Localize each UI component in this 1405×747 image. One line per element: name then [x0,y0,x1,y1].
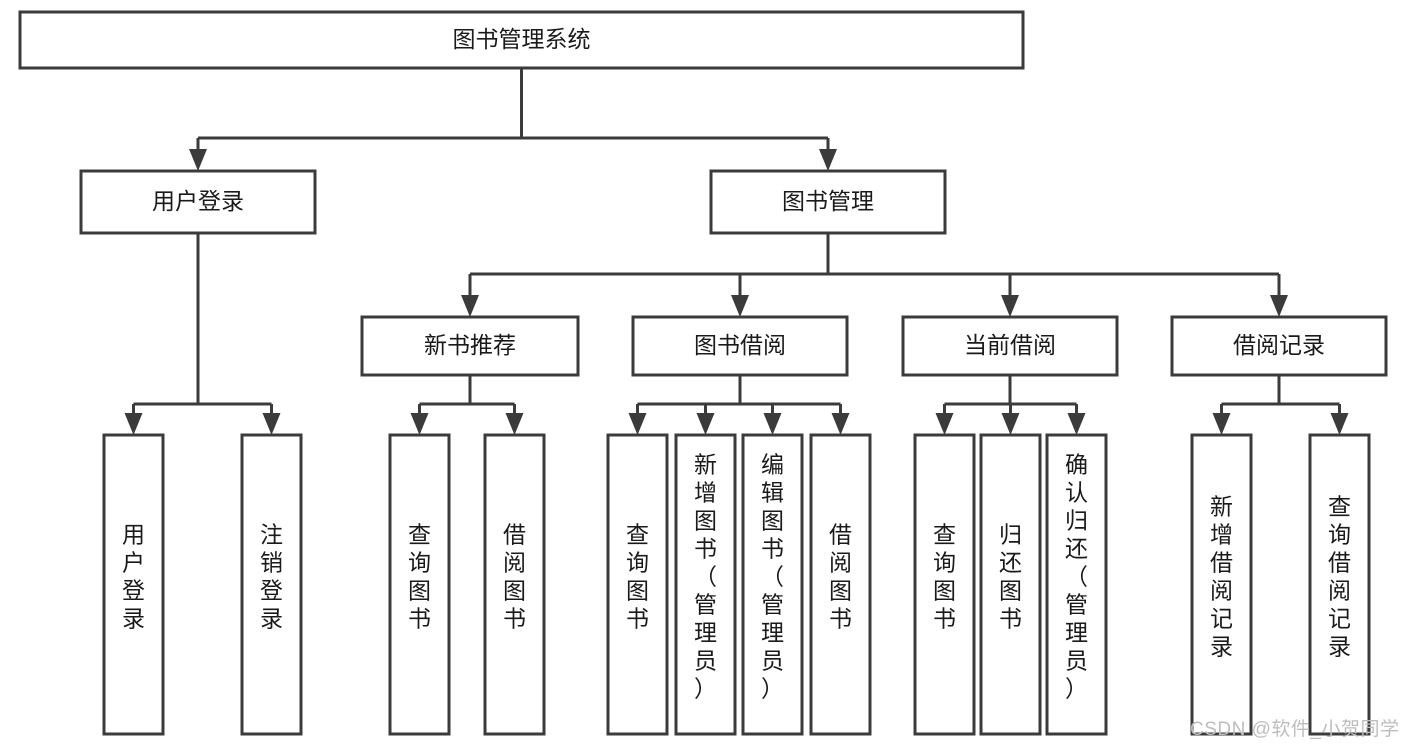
node-leaf-leaf-add-book[interactable]: 新增图书（管理员） [674,433,737,736]
arrow-head-icon [696,413,715,435]
node-box[interactable] [901,315,1119,377]
node-box[interactable] [360,315,580,377]
node-leaf-leaf-query-book-3[interactable]: 查询图书 [913,433,976,736]
arrow-head-icon [1067,413,1086,435]
node-label: 用户登录 [152,188,244,214]
node-box[interactable] [102,433,165,736]
node-leaf-leaf-return-book[interactable]: 归还图书 [979,433,1042,736]
node-submodule-borrow-record[interactable]: 借阅记录 [1170,315,1388,377]
arrow-head-icon [262,413,281,435]
arrow-head-icon [935,413,954,435]
node-label: 借阅图书 [829,522,852,632]
node-label: 新书推荐 [424,332,516,358]
arrow-head-icon [505,413,524,435]
node-box[interactable] [709,169,947,235]
node-box[interactable] [913,433,976,736]
connector-edges-layer [124,68,1349,435]
node-label: 当前借阅 [964,332,1056,358]
node-box[interactable] [1308,433,1371,736]
node-root-system[interactable]: 图书管理系统 [18,10,1025,70]
node-label: 图书借阅 [694,332,786,358]
node-submodule-book-borrow[interactable]: 图书借阅 [631,315,849,377]
node-label: 图书管理 [782,188,874,214]
node-leaf-leaf-borrow-book-2[interactable]: 借阅图书 [809,433,872,736]
arrow-head-icon [461,295,479,317]
arrow-head-icon [731,295,749,317]
node-label: 用户登录 [122,522,145,632]
node-label: 确认归还（管理员） [1065,452,1088,702]
node-leaf-leaf-user-login[interactable]: 用户登录 [102,433,165,736]
node-box[interactable] [1170,315,1388,377]
node-leaf-leaf-add-record[interactable]: 新增借阅记录 [1190,433,1253,736]
node-label: 新增图书（管理员） [694,452,717,702]
node-label: 查询借阅记录 [1328,494,1351,660]
node-box[interactable] [240,433,303,736]
arrow-head-icon [124,413,143,435]
node-leaf-leaf-edit-book[interactable]: 编辑图书（管理员） [741,433,804,736]
node-box[interactable] [809,433,872,736]
node-label: 借阅图书 [503,522,526,632]
node-box[interactable] [741,433,804,736]
node-box[interactable] [674,433,737,736]
node-label: 新增借阅记录 [1210,494,1233,660]
node-label: 图书管理系统 [453,26,591,52]
node-submodule-new-book-recommend[interactable]: 新书推荐 [360,315,580,377]
arrow-head-icon [1001,295,1019,317]
node-box[interactable] [483,433,546,736]
arrow-head-icon [189,149,207,171]
node-box[interactable] [631,315,849,377]
node-box[interactable] [979,433,1042,736]
node-leaf-leaf-user-logout[interactable]: 注销登录 [240,433,303,736]
node-label: 注销登录 [260,522,283,632]
arrow-head-icon [410,413,429,435]
node-label: 查询图书 [626,522,649,632]
node-submodule-current-borrow[interactable]: 当前借阅 [901,315,1119,377]
arrow-head-icon [1270,295,1288,317]
node-label: 借阅记录 [1233,332,1325,358]
node-leaf-leaf-query-record[interactable]: 查询借阅记录 [1308,433,1371,736]
node-box[interactable] [18,10,1025,70]
node-label: 查询图书 [408,522,431,632]
node-box[interactable] [388,433,451,736]
node-label: 编辑图书（管理员） [761,452,784,702]
arrow-head-icon [628,413,647,435]
node-label: 查询图书 [933,522,956,632]
arrow-head-icon [1330,413,1349,435]
node-module-user-login[interactable]: 用户登录 [79,169,317,235]
node-leaf-leaf-confirm-return[interactable]: 确认归还（管理员） [1045,433,1108,736]
node-leaf-leaf-borrow-book-1[interactable]: 借阅图书 [483,433,546,736]
node-box[interactable] [79,169,317,235]
node-label: 归还图书 [999,522,1022,632]
arrow-head-icon [819,149,837,171]
diagram-nodes-layer: 图书管理系统用户登录图书管理新书推荐图书借阅当前借阅借阅记录用户登录注销登录查询… [18,10,1388,736]
arrow-head-icon [1001,413,1020,435]
node-box[interactable] [1045,433,1108,736]
node-leaf-leaf-query-book-1[interactable]: 查询图书 [388,433,451,736]
arrow-head-icon [1212,413,1231,435]
arrow-head-icon [831,413,850,435]
arrow-head-icon [763,413,782,435]
node-box[interactable] [606,433,669,736]
node-module-book-management[interactable]: 图书管理 [709,169,947,235]
node-leaf-leaf-query-book-2[interactable]: 查询图书 [606,433,669,736]
node-box[interactable] [1190,433,1253,736]
